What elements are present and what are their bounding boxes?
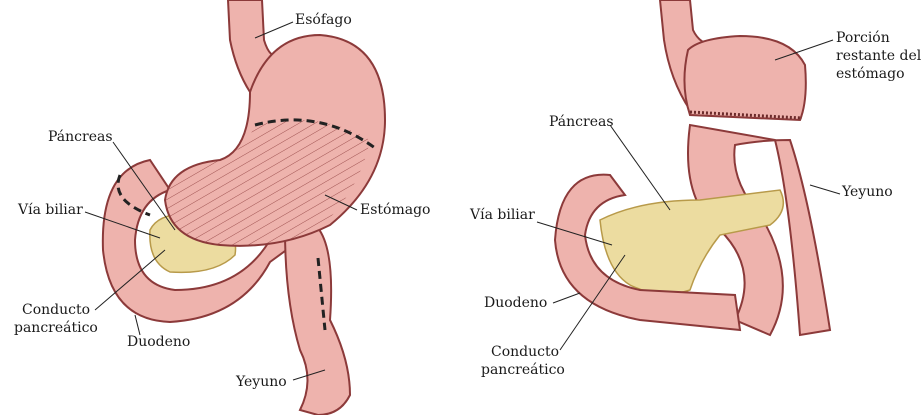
label-remaining-stomach-line2: restante del xyxy=(836,48,922,64)
label-stomach: Estómago xyxy=(360,202,431,218)
left-stomach-resected-area xyxy=(165,120,370,246)
label-pancreatic-duct-line1: Conducto xyxy=(22,302,91,318)
left-cut-line xyxy=(116,118,376,331)
label-bile-duct: Vía biliar xyxy=(18,202,83,218)
left-duodenum xyxy=(101,158,313,324)
right-duodenum-loop xyxy=(553,173,742,332)
label-duodenum: Duodeno xyxy=(127,334,191,350)
label-remaining-stomach-line1: Porción xyxy=(836,30,890,46)
label-bile-duct-right: Vía biliar xyxy=(470,207,535,223)
right-anatomy xyxy=(536,0,841,351)
label-jejunum: Yeyuno xyxy=(236,374,287,390)
left-anatomy xyxy=(84,0,387,415)
right-leader-lines xyxy=(536,39,841,351)
label-esophagus: Esófago xyxy=(295,12,352,28)
label-jejunum-right: Yeyuno xyxy=(842,184,893,200)
label-remaining-stomach-line3: estómago xyxy=(836,66,905,82)
label-pancreatic-duct-line2: pancreático xyxy=(14,320,98,336)
label-pancreatic-duct-right-line1: Conducto xyxy=(491,344,560,360)
left-leader-lines xyxy=(84,21,358,381)
right-jejunum-limb xyxy=(687,123,832,337)
left-jejunum xyxy=(283,223,352,415)
right-remaining-stomach xyxy=(683,34,807,122)
label-duodenum-right: Duodeno xyxy=(484,295,548,311)
right-stomach-anastomosis xyxy=(689,110,803,120)
label-pancreatic-duct-right-line2: pancreático xyxy=(481,362,565,378)
label-pancreas-right: Páncreas xyxy=(549,114,614,130)
right-pancreas xyxy=(599,189,785,295)
label-pancreas: Páncreas xyxy=(48,129,113,145)
